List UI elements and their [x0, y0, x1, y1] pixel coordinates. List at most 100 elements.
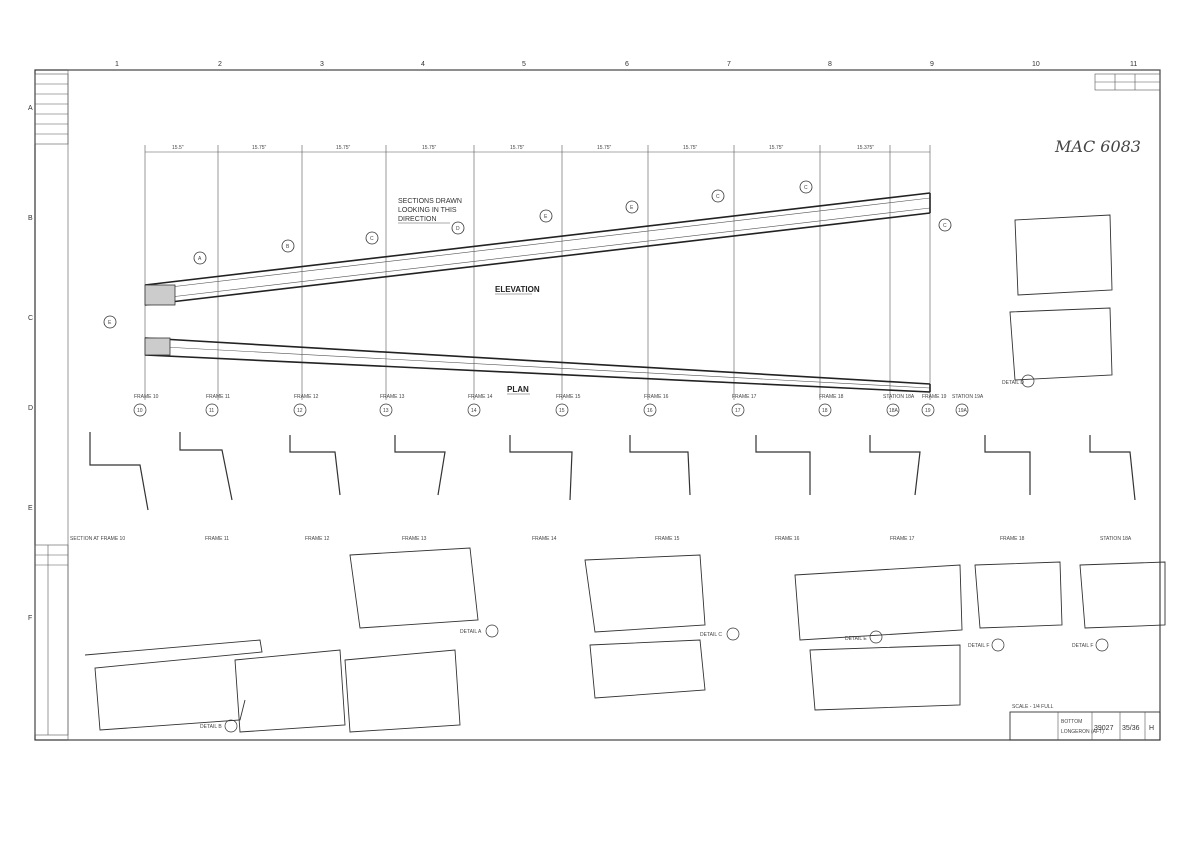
svg-text:19: 19 [925, 408, 931, 414]
svg-text:C: C [943, 223, 947, 229]
svg-text:10: 10 [137, 408, 143, 414]
grid-col-7: 7 [727, 61, 731, 68]
dim-4: 15.75" [422, 145, 437, 151]
station-label-18a: STATION 18A [883, 394, 915, 400]
grid-col-4: 4 [421, 61, 425, 68]
lower-title-frame-11: FRAME 11 [205, 536, 229, 542]
right-detail-sketch [1014, 214, 1113, 296]
detail-e-sketch [794, 564, 963, 641]
lower-title-frame-15: FRAME 15 [655, 536, 680, 542]
svg-text:D: D [456, 226, 460, 232]
section-profile-17 [869, 435, 921, 496]
detail-a-label: DETAIL A [460, 629, 482, 635]
callout-c [365, 231, 379, 245]
grid-column-labels: 1 2 3 4 5 6 7 8 9 10 11 [115, 61, 1137, 68]
svg-text:16: 16 [647, 408, 653, 414]
detail-f-label: DETAIL F [968, 643, 989, 649]
dim-6: 15.75" [597, 145, 612, 151]
plan-view: PLAN [144, 337, 931, 395]
dim-7: 15.75" [683, 145, 698, 151]
dim-1: 15.5" [172, 145, 184, 151]
dimension-chain: 15.5" 15.75" 15.75" 15.75" 15.75" 15.75"… [144, 145, 931, 400]
grid-col-9: 9 [930, 61, 934, 68]
frame-label-15: FRAME 15 [556, 394, 581, 400]
frame-label-17: FRAME 17 [732, 394, 757, 400]
elevation-callouts: A B C D E E C C C E [103, 180, 952, 329]
svg-text:E: E [630, 205, 634, 211]
lower-titles: SECTION AT FRAME 10 FRAME 11 FRAME 12 FR… [70, 536, 1132, 542]
frame-label-12: FRAME 12 [294, 394, 319, 400]
detail-d-label: DETAIL D [1002, 380, 1024, 386]
grid-row-b: B [28, 215, 33, 222]
elevation-view: ELEVATION [144, 192, 931, 306]
callout-c4 [938, 218, 952, 232]
svg-text:C: C [370, 236, 374, 242]
callout-d [451, 221, 465, 235]
sheet-border [34, 69, 1161, 741]
detail-view-a2-sketch [344, 649, 461, 733]
grid-col-5: 5 [522, 61, 526, 68]
section-profile-14 [509, 435, 573, 501]
grid-col-11: 11 [1130, 61, 1137, 68]
elevation-label: ELEVATION [495, 285, 540, 294]
dim-2: 15.75" [252, 145, 267, 151]
detail-f2-label: DETAIL F [1072, 643, 1093, 649]
svg-text:19A: 19A [958, 408, 968, 414]
grid-col-2: 2 [218, 61, 222, 68]
grid-col-1: 1 [115, 61, 119, 68]
lower-title-frame-16: FRAME 16 [775, 536, 800, 542]
title-block-rev: H [1149, 725, 1154, 732]
grid-row-c: C [28, 315, 33, 322]
svg-text:E: E [108, 320, 112, 326]
svg-text:C: C [716, 194, 720, 200]
svg-text:18: 18 [822, 408, 828, 414]
grid-row-f: F [28, 615, 32, 622]
frame-label-14: FRAME 14 [468, 394, 493, 400]
title-block: SCALE - 1/4 FULL BOTTOM LONGERON (AFT) 3… [1009, 704, 1161, 741]
dim-9: 15.375" [857, 145, 874, 151]
svg-text:11: 11 [209, 408, 214, 414]
detail-sketches [84, 214, 1166, 733]
detail-c-sketch [584, 554, 706, 633]
detail-b-label: DETAIL B [200, 724, 222, 730]
sections-note: SECTIONS DRAWN LOOKING IN THIS DIRECTION [398, 198, 462, 224]
lower-title-frame-14: FRAME 14 [532, 536, 557, 542]
detail-e-label: DETAIL E [845, 636, 867, 642]
title-block-scale: SCALE - 1/4 FULL [1012, 704, 1054, 710]
sections-note-line-2: LOOKING IN THIS [398, 207, 457, 214]
title-block-title-2: LONGERON (AFT) [1061, 729, 1104, 735]
svg-text:B: B [286, 244, 290, 250]
grid-col-6: 6 [625, 61, 629, 68]
detail-f-sketch [974, 561, 1063, 629]
top-right-table [1094, 73, 1161, 91]
grid-col-10: 10 [1032, 61, 1040, 68]
sections-note-line-3: DIRECTION [398, 216, 437, 223]
frame-label-18: FRAME 18 [819, 394, 844, 400]
lower-title-frame-18: FRAME 18 [1000, 536, 1025, 542]
callout-a [193, 251, 207, 265]
detail-labels: DETAIL A DETAIL B DETAIL C DETAIL D DETA… [200, 374, 1109, 733]
lower-title-frame-12: FRAME 12 [305, 536, 330, 542]
callout-c3 [799, 180, 813, 194]
callout-b [281, 239, 295, 253]
lower-title-station-18a: STATION 18A [1100, 536, 1132, 542]
callout-c2 [711, 189, 725, 203]
detail-b-sketch [84, 639, 263, 731]
svg-text:15: 15 [559, 408, 565, 414]
svg-text:12: 12 [297, 408, 303, 414]
lower-title-frame-13: FRAME 13 [402, 536, 427, 542]
issue-table [34, 544, 69, 736]
dim-5: 15.75" [510, 145, 525, 151]
frame-label-16: FRAME 16 [644, 394, 669, 400]
detail-view-a-sketch [234, 649, 346, 733]
section-profile-18 [984, 435, 1031, 495]
section-profile-15 [629, 435, 691, 496]
detail-e2-sketch [809, 644, 961, 711]
section-profile-12 [289, 435, 341, 496]
callout-e2 [625, 200, 639, 214]
detail-a-sketch [349, 547, 479, 629]
frame-label-19: FRAME 19 [922, 394, 947, 400]
section-profile-19 [1089, 435, 1136, 501]
grid-row-a: A [28, 105, 33, 112]
